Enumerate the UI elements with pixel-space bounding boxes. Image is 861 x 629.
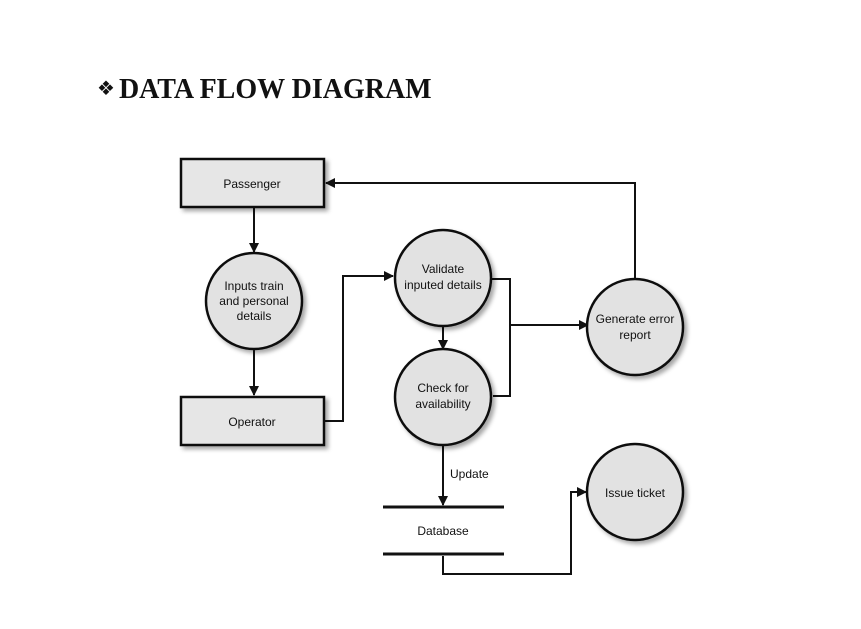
process-validate-line-1: Validate	[422, 262, 465, 276]
process-validate: Validate inputed details	[393, 228, 493, 328]
connectors	[249, 178, 636, 575]
flow-validate-right	[489, 278, 511, 397]
process-check-availability: Check for availability	[393, 347, 493, 447]
page-title: ❖DATA FLOW DIAGRAM	[97, 74, 432, 106]
process-check-line-1: Check for	[417, 381, 468, 395]
flow-error-to-passenger	[325, 178, 636, 278]
flow-database-to-issue	[442, 487, 587, 575]
process-generate-error: Generate error report	[585, 277, 685, 377]
process-validate-line-2: inputed details	[404, 278, 481, 292]
flow-operator-to-validate	[325, 271, 394, 422]
flow-label-update: Update	[450, 467, 489, 481]
entity-passenger: Passenger	[179, 157, 326, 209]
process-inputs-line-1: Inputs train	[224, 279, 283, 293]
process-inputs-details: Inputs train and personal details	[204, 251, 304, 351]
process-issue-ticket: Issue ticket	[585, 442, 685, 542]
process-inputs-line-2: and personal	[219, 294, 288, 308]
datastore-database: Database	[383, 505, 504, 556]
process-error-line-2: report	[619, 328, 651, 342]
process-issue-label: Issue ticket	[605, 486, 666, 500]
process-inputs-line-3: details	[237, 309, 272, 323]
entity-operator: Operator	[179, 395, 326, 447]
process-error-line-1: Generate error	[596, 312, 675, 326]
datastore-label: Database	[417, 524, 469, 538]
entity-passenger-label: Passenger	[223, 177, 280, 191]
diamond-bullet-icon: ❖	[97, 76, 115, 100]
entity-operator-label: Operator	[228, 415, 275, 429]
title-text: DATA FLOW DIAGRAM	[118, 74, 432, 105]
process-check-line-2: availability	[415, 397, 470, 411]
